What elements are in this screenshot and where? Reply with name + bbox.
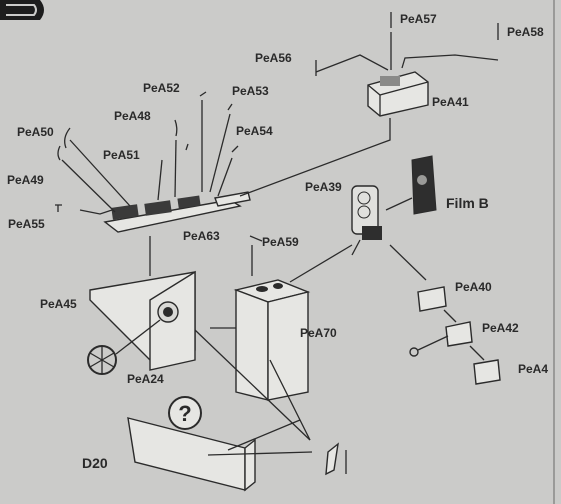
label-pea55: PeA55 <box>8 217 45 231</box>
label-pea52: PeA52 <box>143 81 180 95</box>
label-pea51: PeA51 <box>103 148 140 162</box>
part-box-pea70 <box>210 235 311 401</box>
tool-screwdriver <box>325 442 347 476</box>
part-film-b <box>385 155 437 215</box>
part-pea40-pea42 <box>389 244 501 385</box>
label-pea53: PeA53 <box>232 84 269 98</box>
part-tray-d20 <box>127 329 313 492</box>
label-pea45: PeA45 <box>40 297 77 311</box>
label-pea41: PeA41 <box>432 95 469 109</box>
corner-logo <box>0 0 44 20</box>
label-pea48: PeA48 <box>114 109 151 123</box>
label-film-b: Film B <box>446 195 489 211</box>
label-d20: D20 <box>82 455 108 471</box>
label-pea54: PeA54 <box>236 124 273 138</box>
label-pea24: PeA24 <box>127 372 164 386</box>
part-board-assembly <box>55 91 391 233</box>
label-pea50: PeA50 <box>17 125 54 139</box>
label-pea70: PeA70 <box>300 326 337 340</box>
label-pea49: PeA49 <box>7 173 44 187</box>
pins-top <box>315 12 499 76</box>
part-camera-pea39 <box>289 185 382 283</box>
label-pea42: PeA42 <box>482 321 519 335</box>
label-pea56: PeA56 <box>255 51 292 65</box>
part-box-pea41 <box>367 71 429 117</box>
label-pea39: PeA39 <box>305 180 342 194</box>
help-badge <box>168 396 202 430</box>
label-pea59: PeA59 <box>262 235 299 249</box>
label-pea58: PeA58 <box>507 25 544 39</box>
part-housing-pea45 <box>87 236 196 375</box>
label-pea63: PeA63 <box>183 229 220 243</box>
label-pea4: PeA4 <box>518 362 548 376</box>
label-pea57: PeA57 <box>400 12 437 26</box>
help-question-mark: ? <box>178 401 191 426</box>
label-pea40: PeA40 <box>455 280 492 294</box>
